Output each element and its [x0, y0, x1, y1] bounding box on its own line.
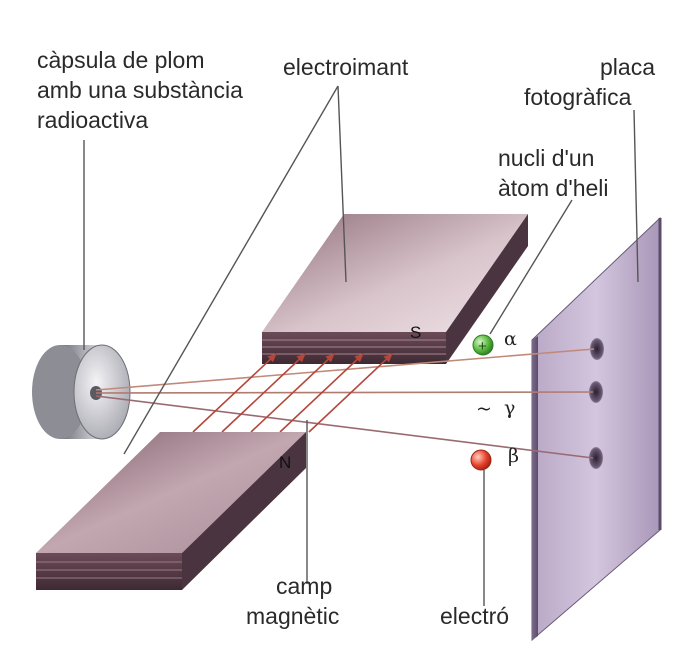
- magnet-north: [36, 432, 306, 590]
- plate-label-line1: placa: [600, 54, 655, 80]
- field-label-line2: magnètic: [246, 603, 339, 629]
- gamma-symbol: γ: [504, 397, 515, 419]
- capsule-label-line3: radioactiva: [37, 107, 148, 133]
- alpha-particle: +: [472, 334, 494, 356]
- gamma-impact-spot: [589, 381, 603, 403]
- nucleus-label: nucli d'un àtom d'heli: [498, 145, 609, 201]
- pole-south-label: S: [410, 323, 421, 342]
- leader-lines: [83, 85, 639, 606]
- nucleus-label-line1: nucli d'un: [498, 145, 594, 171]
- gamma-ray: [95, 391, 594, 394]
- field-arrow: [192, 353, 277, 433]
- alpha-symbol: α: [504, 328, 517, 350]
- gamma-wave-symbol: ~: [476, 398, 492, 420]
- electron-particle: [470, 449, 492, 471]
- plus-sign: +: [478, 338, 487, 355]
- plate-label: placa fotogràfica: [524, 54, 655, 110]
- alpha-impact-spot: [590, 338, 604, 360]
- magnetic-field-arrows: [192, 353, 393, 433]
- capsule-label-line2: amb una substància: [37, 77, 243, 103]
- magnetic-field-label: camp magnètic: [246, 573, 339, 629]
- lead-capsule: [32, 344, 131, 440]
- field-label-line1: camp: [276, 573, 332, 599]
- nucleus-label-line2: àtom d'heli: [498, 175, 609, 201]
- alpha-ray: [95, 348, 595, 391]
- capsule-label-line1: càpsula de plom: [37, 47, 205, 73]
- capsule-label: càpsula de plom amb una substància radio…: [37, 47, 243, 133]
- beta-impact-spot: [589, 447, 603, 469]
- field-arrow: [308, 353, 393, 433]
- field-arrow: [279, 353, 364, 433]
- photographic-plate: [531, 216, 662, 642]
- field-arrow: [250, 353, 335, 433]
- beta-symbol: β: [508, 445, 519, 467]
- pole-north-label: N: [279, 453, 291, 472]
- electron-label: electró: [440, 603, 509, 629]
- electromagnet-label: electroimant: [283, 54, 409, 80]
- magnet-south: [262, 214, 528, 364]
- field-arrow: [221, 353, 306, 433]
- plate-label-line2: fotogràfica: [524, 84, 632, 110]
- radiation-rays: [95, 348, 595, 459]
- beta-ray: [95, 395, 594, 459]
